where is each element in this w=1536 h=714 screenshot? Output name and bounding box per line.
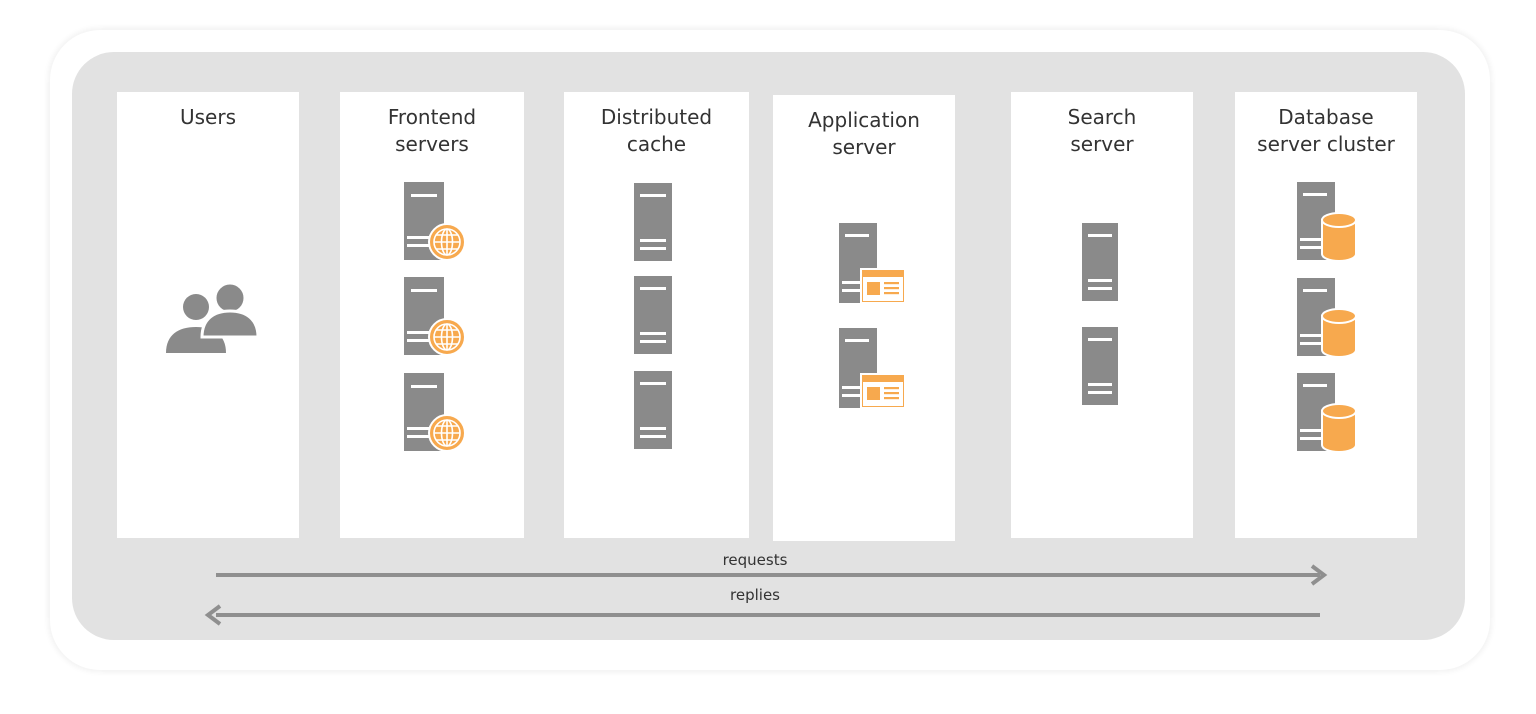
requests-label: requests: [722, 551, 788, 569]
replies-label: replies: [730, 586, 780, 604]
web-server-icon: [404, 277, 466, 356]
column-search-server: Search server: [1011, 92, 1193, 538]
server-icon: [634, 183, 672, 261]
server-icon: [634, 371, 672, 449]
column-title: Distributed cache: [600, 105, 713, 156]
column-title: Search server: [1067, 105, 1137, 156]
column-title: Users: [179, 105, 236, 129]
server-icon: [634, 276, 672, 354]
column-title: Database server cluster: [1257, 105, 1395, 156]
application-server-icon: [839, 328, 906, 409]
server-icon: [1082, 223, 1118, 301]
column-title: Application server: [808, 108, 920, 159]
column-distributed-cache: Distributed cache: [564, 92, 749, 538]
users-icon: [166, 281, 260, 353]
column-users: Users: [117, 92, 299, 538]
diagram-panel: [72, 52, 1465, 640]
database-server-icon: [1297, 182, 1357, 262]
database-server-icon: [1297, 278, 1357, 358]
requests-arrow: [216, 564, 1328, 586]
column-frontend-servers: Frontend servers: [340, 92, 524, 538]
web-server-icon: [404, 373, 466, 452]
replies-arrow: [204, 604, 1320, 626]
column-application-server: Application server: [773, 95, 955, 541]
column-database-server-cluster: Database server cluster: [1235, 92, 1417, 538]
application-server-icon: [839, 223, 906, 304]
web-server-icon: [404, 182, 466, 261]
server-icon: [1082, 327, 1118, 405]
column-title: Frontend servers: [387, 105, 477, 156]
database-server-icon: [1297, 373, 1357, 453]
